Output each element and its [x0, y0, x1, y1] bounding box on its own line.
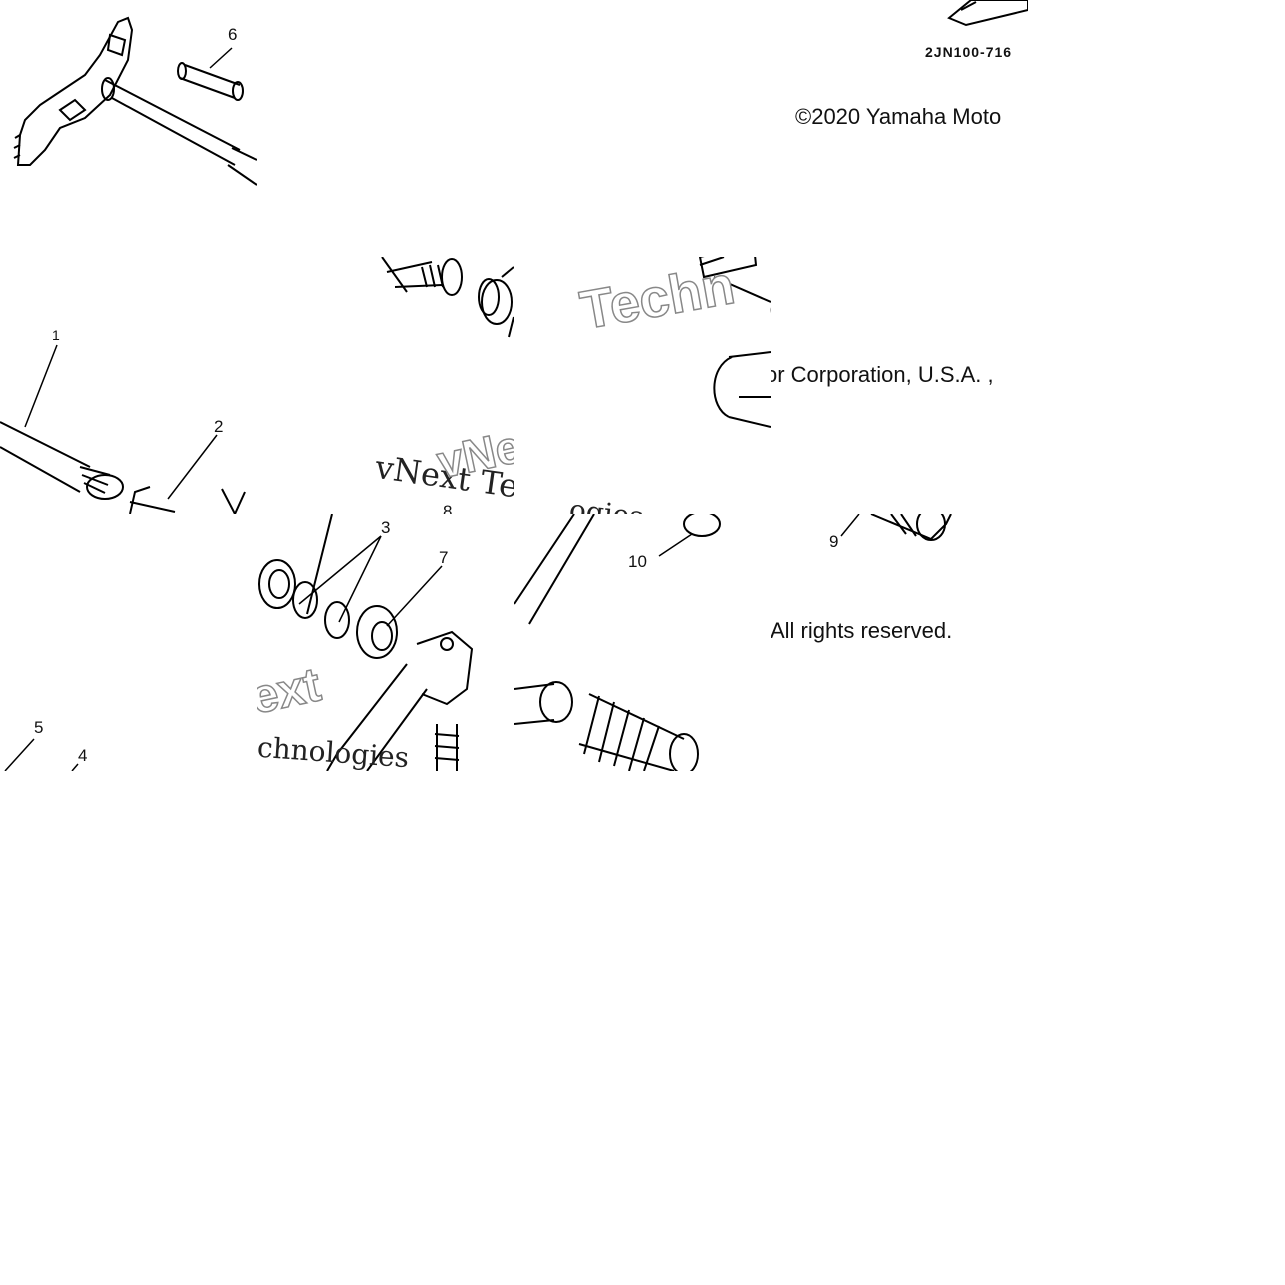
spring-drawing — [381, 257, 514, 338]
part-code: 2JN100-716 — [925, 44, 1013, 60]
washer-drawing — [258, 514, 474, 771]
callout-9: 9 — [829, 532, 839, 551]
callout-10: 10 — [628, 552, 647, 571]
bolt-drawing — [840, 514, 952, 541]
callout-0: 0 — [770, 301, 771, 321]
fwd-arrow-icon — [947, 0, 1028, 27]
tile-washers: 3 7 ext chnologies — [257, 514, 514, 771]
callout-4: 4 — [78, 746, 88, 765]
shift-arm-drawing — [13, 16, 257, 186]
callout-6: 6 — [228, 25, 238, 44]
tile-shift-pivot: Techn ogies 0 — [514, 257, 771, 514]
callout-2: 2 — [214, 417, 224, 436]
callout-7: 7 — [439, 548, 449, 567]
pivot-drawing — [698, 257, 771, 428]
callout-5: 5 — [34, 718, 44, 737]
callout-3: 3 — [381, 518, 391, 537]
tile-shift-shaft: 1 2 — [0, 257, 257, 514]
tile-shift-pedal: 10 — [514, 514, 771, 771]
bolt-lines — [4, 738, 79, 771]
tile-shaft-spring: vNext Tec vNe 8 — [257, 257, 514, 514]
tile-rights: 9 All rights reserved. — [771, 514, 1028, 771]
tile-copyright-mid: or Corporation, U.S.A. , — [771, 257, 1028, 514]
copyright-line-2: or Corporation, U.S.A. , — [771, 362, 994, 387]
tile-part-code: 2JN100-716 ©2020 Yamaha Moto — [771, 0, 1028, 257]
callout-1: 1 — [52, 327, 60, 343]
copyright-line-3: All rights reserved. — [771, 618, 953, 643]
copyright-line-1: ©2020 Yamaha Moto — [795, 104, 1002, 129]
pedal-drawing — [514, 514, 721, 771]
callout-8: 8 — [443, 502, 453, 514]
tile-bolts: 5 4 — [0, 514, 257, 771]
tile-shift-arm: 6 — [0, 0, 257, 257]
shaft-drawing — [0, 344, 246, 514]
